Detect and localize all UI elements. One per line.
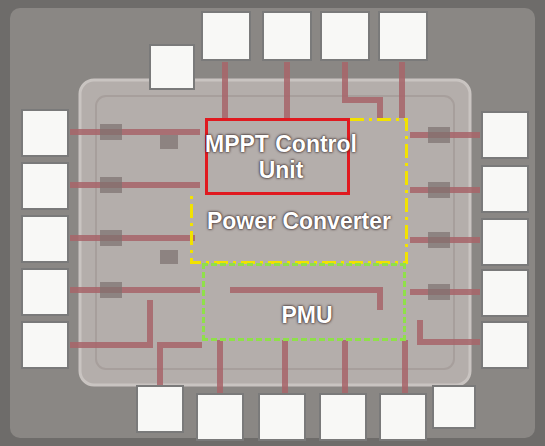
dash-outline [192, 120, 407, 263]
pad-vias [100, 124, 450, 300]
bond-pads [22, 12, 528, 440]
region-outline [190, 118, 408, 264]
converter-region: Power Converter [190, 118, 408, 264]
region-label: PMU [205, 302, 409, 328]
metal-traces [70, 62, 480, 395]
die-core [80, 80, 470, 385]
chip-ground [10, 8, 535, 438]
pmu-region: PMU [202, 263, 406, 341]
region-label: MPPT Control Unit [196, 131, 366, 184]
region-label: Power Converter [190, 208, 408, 234]
mppt-region: MPPT Control Unit [205, 118, 350, 195]
